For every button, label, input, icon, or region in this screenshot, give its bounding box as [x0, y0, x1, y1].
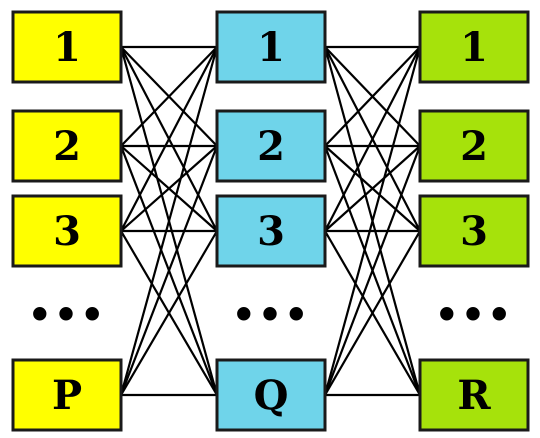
node-q-2: 2: [215, 109, 327, 183]
nodes: 1 2 3P ••• 1 2 3Q ••• 1 2 3R •••: [11, 10, 530, 432]
node-label: R: [457, 372, 491, 419]
node-box: [418, 10, 530, 84]
node-p-1: 1: [11, 10, 123, 84]
node-box: [215, 194, 327, 268]
node-q-1: 1: [215, 10, 327, 84]
node-q-3: 3: [215, 194, 327, 268]
edge-P3-Q1: [120, 46, 218, 232]
node-r-3: 3: [418, 194, 530, 268]
node-label: Q: [254, 372, 289, 419]
node-box: [215, 358, 327, 432]
layer-q: 1 2 3Q •••: [215, 10, 327, 432]
edge-P4-Q1: [119, 46, 219, 396]
layer-p: 1 2 3P •••: [11, 10, 123, 432]
layer-r: 1 2 3R •••: [418, 10, 530, 432]
ellipsis-q: •••: [232, 292, 311, 337]
node-p-4: P: [11, 358, 123, 432]
node-box: [11, 109, 123, 183]
node-label: P: [52, 372, 82, 419]
node-box: [11, 10, 123, 84]
edge-P4-Q3: [120, 230, 218, 396]
node-label: 1: [460, 24, 488, 71]
node-p-3: 3: [11, 194, 123, 268]
node-r-2: 2: [418, 109, 530, 183]
edge-Q4-R3: [324, 230, 421, 396]
node-label: 1: [257, 24, 285, 71]
node-r-4: R: [418, 358, 530, 432]
node-label: 2: [460, 123, 488, 170]
node-label: 3: [257, 208, 285, 255]
edge-Q3-R2: [324, 145, 421, 232]
edge-P4-Q2: [119, 145, 219, 396]
edge-P3-Q2: [120, 145, 218, 232]
ellipsis-p: •••: [28, 292, 107, 337]
node-box: [11, 358, 123, 432]
node-p-2: 2: [11, 109, 123, 183]
node-q-4: Q: [215, 358, 327, 432]
edge-Q3-R1: [324, 46, 421, 232]
node-label: 1: [53, 24, 81, 71]
node-box: [215, 10, 327, 84]
edge-P2-Q1: [120, 46, 218, 147]
node-box: [215, 109, 327, 183]
node-label: 3: [460, 208, 488, 255]
connections: [119, 45, 422, 397]
node-label: 3: [53, 208, 81, 255]
node-r-1: 1: [418, 10, 530, 84]
edge-Q2-R1: [324, 46, 421, 147]
ellipsis-r: •••: [435, 292, 514, 337]
node-box: [418, 194, 530, 268]
node-box: [11, 194, 123, 268]
node-box: [418, 109, 530, 183]
node-box: [418, 358, 530, 432]
edge-Q4-R2: [323, 145, 422, 396]
edge-Q4-R1: [323, 46, 422, 396]
node-label: 2: [53, 123, 81, 170]
node-label: 2: [257, 123, 285, 170]
